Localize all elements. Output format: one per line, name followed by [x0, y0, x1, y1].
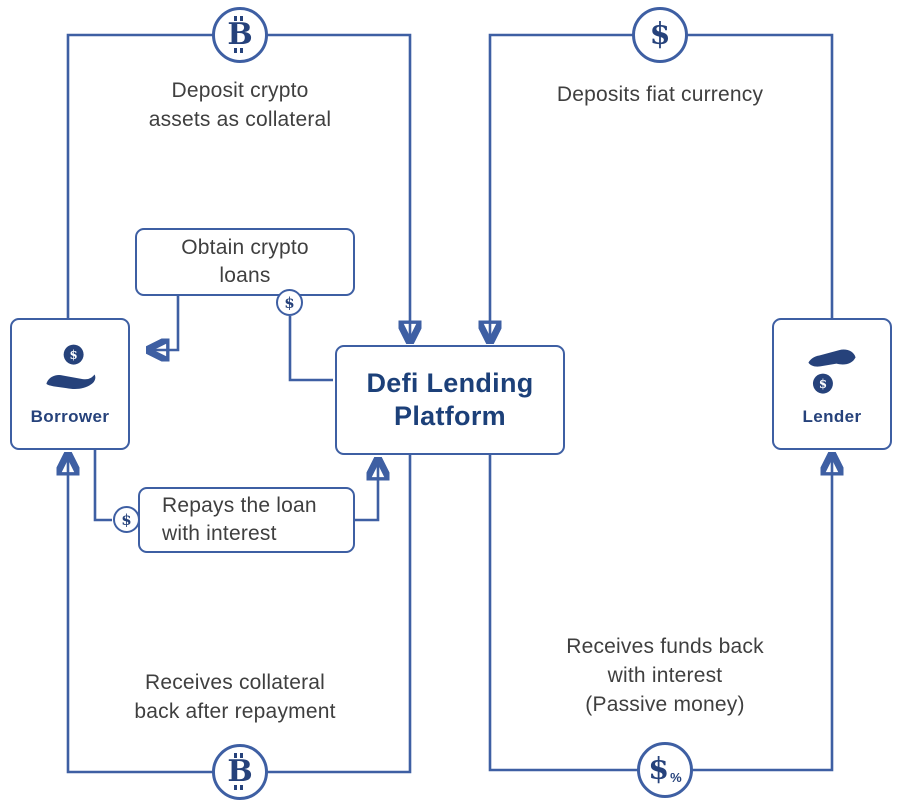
repays-loan-box: Repays the loan with interest [138, 487, 355, 553]
dollar-icon: $ [632, 7, 688, 63]
percent-glyph: % [670, 769, 682, 785]
flow-obtain-loan-to-borrower-line [150, 296, 180, 350]
borrower-label: Borrower [30, 407, 110, 426]
label-receive-funds: Receives funds back with interest (Passi… [566, 635, 764, 716]
flow-receive-funds-line [488, 455, 832, 772]
defi-lending-platform-card: Defi Lending Platform [335, 345, 565, 455]
flow-repay-from-borrower-line [93, 450, 112, 522]
dollar-glyph: $ [648, 752, 670, 787]
flow-obtain-loan-platform-line [288, 316, 333, 382]
obtain-crypto-loans-box: Obtain crypto loans [135, 228, 355, 296]
hand-receiving-coin-icon: $ [46, 344, 96, 390]
label-deposit-fiat: Deposits fiat currency [556, 83, 764, 106]
svg-text:$: $ [819, 377, 827, 391]
dollar-badge-obtain: $ [276, 289, 303, 316]
bitcoin-letter: B [227, 17, 253, 52]
svg-text:$: $ [70, 348, 78, 362]
label-receive-collateral: Receives collateral back after repayment [134, 671, 336, 723]
bitcoin-icon: B [212, 7, 268, 63]
dollar-glyph: $ [649, 17, 671, 52]
dollar-badge-repay: $ [113, 506, 140, 533]
label-deposit-collateral: Deposit crypto assets as collateral [148, 79, 332, 131]
dollar-glyph: $ [284, 293, 295, 312]
platform-title: Defi Lending Platform [366, 368, 534, 431]
hand-giving-coin-icon: $ [808, 349, 856, 394]
bitcoin-glyph: B [227, 16, 253, 53]
bitcoin-letter: B [227, 754, 253, 789]
lender-label: Lender [802, 407, 862, 426]
bitcoin-icon-bottom: B [212, 744, 268, 800]
dollar-percent-icon: $% [637, 742, 693, 798]
dollar-glyph: $ [121, 510, 132, 529]
lender-card: $ Lender [772, 318, 892, 450]
borrower-card: $ Borrower [10, 318, 130, 450]
flow-repay-to-platform-line [355, 461, 378, 522]
bitcoin-glyph: B [227, 753, 253, 790]
